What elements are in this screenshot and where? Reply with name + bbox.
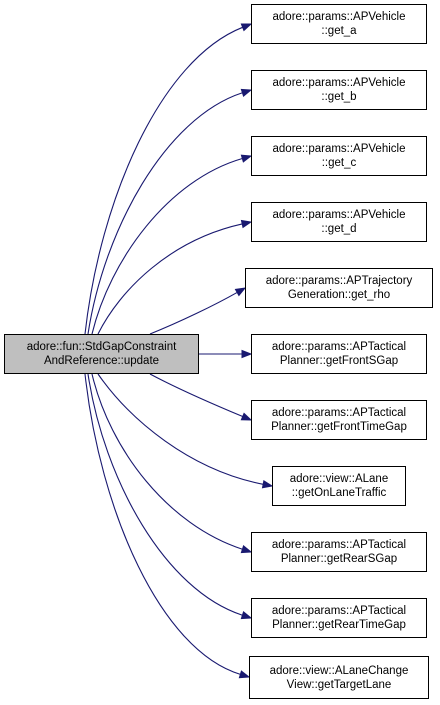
source-node-update[interactable]: adore::fun::StdGapConstraint AndReferenc… <box>4 334 199 374</box>
arrowhead-icon <box>240 23 253 32</box>
target-node-get-d[interactable]: adore::params::APVehicle ::get_d <box>251 202 427 242</box>
target-node-get-front-s-gap[interactable]: adore::params::APTactical Planner::getFr… <box>251 334 427 374</box>
target-node-line1: adore::params::APTactical <box>271 605 407 617</box>
target-node-line1: adore::params::APVehicle <box>272 209 406 221</box>
target-node-line2: ::get_d <box>321 223 357 235</box>
target-node-line1: adore::params::APVehicle <box>272 77 406 89</box>
target-node-get-a[interactable]: adore::params::APVehicle ::get_a <box>251 4 427 44</box>
target-node-line2: Planner::getFrontTimeGap <box>271 421 407 433</box>
target-node-get-target-lane[interactable]: adore::view::ALaneChange View::getTarget… <box>249 656 429 699</box>
call-edge <box>84 373 241 675</box>
target-node-get-on-lane-traffic[interactable]: adore::view::ALane ::getOnLaneTraffic <box>272 466 406 506</box>
target-node-line1: adore::params::APTrajectory <box>265 275 413 287</box>
target-node-line2: View::getTargetLane <box>286 678 392 691</box>
target-node-line2: ::get_c <box>321 157 357 169</box>
target-node-get-c[interactable]: adore::params::APVehicle ::get_c <box>251 136 427 176</box>
target-node-line1: adore::params::APVehicle <box>272 143 406 155</box>
target-node-get-front-time-gap[interactable]: adore::params::APTactical Planner::getFr… <box>251 400 427 440</box>
target-node-line1: adore::params::APVehicle <box>272 11 406 23</box>
target-node-get-rho[interactable]: adore::params::APTrajectory Generation::… <box>245 268 433 308</box>
arrowhead-icon <box>240 219 253 229</box>
arrowhead-icon <box>240 88 253 97</box>
arrowhead-icon <box>241 349 253 359</box>
target-node-line1: adore::params::APTactical <box>271 539 407 551</box>
target-node-line2: ::get_b <box>321 91 357 103</box>
target-node-get-b[interactable]: adore::params::APVehicle ::get_b <box>251 70 427 110</box>
call-edge <box>87 92 243 335</box>
target-node-line1: adore::view::ALaneChange <box>269 664 409 677</box>
arrowhead-icon <box>240 154 253 163</box>
call-edge <box>84 26 243 335</box>
call-edge <box>97 223 243 335</box>
call-edge <box>91 373 243 550</box>
call-edge <box>149 373 243 418</box>
arrowhead-icon <box>234 287 247 297</box>
source-node-line2: AndReference::update <box>43 355 160 367</box>
arrowhead-icon <box>240 412 253 421</box>
call-edge <box>97 373 264 485</box>
target-node-line2: Planner::getRearSGap <box>280 553 398 565</box>
arrowhead-icon <box>240 611 253 620</box>
target-node-line2: Generation::get_rho <box>287 289 391 301</box>
target-node-get-rear-s-gap[interactable]: adore::params::APTactical Planner::getRe… <box>251 532 427 572</box>
call-edge <box>149 291 238 335</box>
call-edge <box>91 157 243 335</box>
target-node-line1: adore::params::APTactical <box>271 407 407 419</box>
call-edge <box>87 373 243 616</box>
target-node-line2: ::getOnLaneTraffic <box>291 487 387 499</box>
arrowhead-icon <box>238 670 251 679</box>
arrowhead-icon <box>261 480 274 489</box>
target-node-line1: adore::params::APTactical <box>271 341 407 353</box>
target-node-line1: adore::view::ALane <box>289 473 389 485</box>
arrowhead-icon <box>240 545 253 554</box>
target-node-line2: Planner::getFrontSGap <box>279 355 399 367</box>
source-node-line1: adore::fun::StdGapConstraint <box>26 341 177 353</box>
target-node-get-rear-time-gap[interactable]: adore::params::APTactical Planner::getRe… <box>251 598 427 638</box>
target-node-line2: ::get_a <box>321 25 357 37</box>
target-node-line2: Planner::getRearTimeGap <box>272 619 406 631</box>
